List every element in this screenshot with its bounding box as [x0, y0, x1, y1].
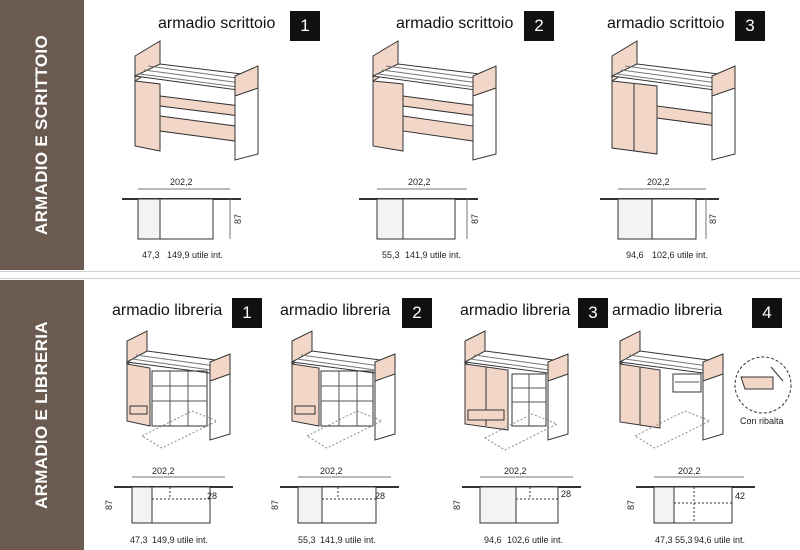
- height-dimension-label: 87: [708, 213, 719, 225]
- width-dimension-label: 202,2: [170, 177, 193, 187]
- width-dimension-label: 202,2: [678, 466, 701, 476]
- dimension-label: 102,6 utile int.: [652, 250, 709, 260]
- height-dimension-label: 87: [233, 213, 244, 225]
- section-divider: [0, 278, 800, 279]
- dimension-label: 149,9 utile int.: [167, 250, 224, 260]
- product-title: armadio scrittoio: [396, 15, 514, 32]
- dimension-label: 102,6 utile int.: [507, 535, 564, 545]
- ribalta-detail-circle: [734, 356, 792, 414]
- extra-dimension-label: 28: [561, 489, 572, 499]
- product-title: armadio libreria: [112, 302, 223, 319]
- bed-illustration: [133, 40, 259, 161]
- dimension-label: 94,6 utile int.: [694, 535, 746, 545]
- product-number-badge: 3: [578, 298, 608, 328]
- bed-illustration: [371, 40, 497, 161]
- width-dimension-label: 202,2: [504, 466, 527, 476]
- bed-illustration: [463, 330, 570, 451]
- product-title: armadio scrittoio: [607, 15, 725, 32]
- dimension-label: 55,3: [298, 535, 316, 545]
- product-title: armadio libreria: [280, 302, 391, 319]
- plan-diagram: [280, 476, 399, 524]
- product-number-badge: 3: [735, 11, 765, 41]
- extra-dimension-label: 28: [375, 491, 386, 501]
- side-label-scrittoio: ARMADIO E SCRITTOIO: [32, 35, 51, 235]
- bed-illustration: [290, 330, 397, 449]
- plan-diagram: [636, 476, 755, 524]
- dimension-label: 141,9 utile int.: [405, 250, 462, 260]
- height-dimension-label: 87: [452, 499, 463, 511]
- product-title: armadio libreria: [612, 302, 723, 319]
- product-number-badge: 1: [232, 298, 262, 328]
- extra-dimension-label: 42: [735, 491, 746, 501]
- plan-diagram: [359, 188, 478, 240]
- width-dimension-label: 202,2: [152, 466, 175, 476]
- side-label-libreria: ARMADIO E LIBRERIA: [32, 321, 51, 509]
- bed-illustration: [610, 40, 736, 161]
- height-dimension-label: 87: [270, 499, 281, 511]
- height-dimension-label: 87: [626, 499, 637, 511]
- dimension-label: 47,3: [142, 250, 160, 260]
- bed-illustration: [125, 330, 232, 449]
- dimension-label: 94,6: [626, 250, 644, 260]
- width-dimension-label: 202,2: [647, 177, 670, 187]
- product-title: armadio libreria: [460, 302, 571, 319]
- section-divider: [0, 271, 800, 272]
- dimension-label: 55,3: [675, 535, 693, 545]
- product-number-badge: 2: [524, 11, 554, 41]
- product-number-badge: 1: [290, 11, 320, 41]
- width-dimension-label: 202,2: [320, 466, 343, 476]
- dimension-label: 149,9 utile int.: [152, 535, 209, 545]
- extra-dimension-label: 28: [207, 491, 218, 501]
- ribalta-caption: Con ribalta: [740, 416, 784, 426]
- side-bar-libreria: ARMADIO E LIBRERIA: [0, 280, 84, 550]
- dimension-label: 55,3: [382, 250, 400, 260]
- width-dimension-label: 202,2: [408, 177, 431, 187]
- plan-diagram: [114, 476, 233, 524]
- product-number-badge: 4: [752, 298, 782, 328]
- plan-diagram: [462, 476, 581, 524]
- plan-diagram: [600, 188, 719, 240]
- dimension-label: 141,9 utile int.: [320, 535, 377, 545]
- height-dimension-label: 87: [104, 499, 115, 511]
- product-number-badge: 2: [402, 298, 432, 328]
- dimension-label: 47,3: [130, 535, 148, 545]
- product-title: armadio scrittoio: [158, 15, 276, 32]
- plan-diagram: [122, 188, 241, 240]
- dimension-label: 94,6: [484, 535, 502, 545]
- height-dimension-label: 87: [470, 213, 481, 225]
- bed-illustration: [618, 330, 725, 449]
- side-bar-scrittoio: ARMADIO E SCRITTOIO: [0, 0, 84, 270]
- dimension-label: 47,3: [655, 535, 673, 545]
